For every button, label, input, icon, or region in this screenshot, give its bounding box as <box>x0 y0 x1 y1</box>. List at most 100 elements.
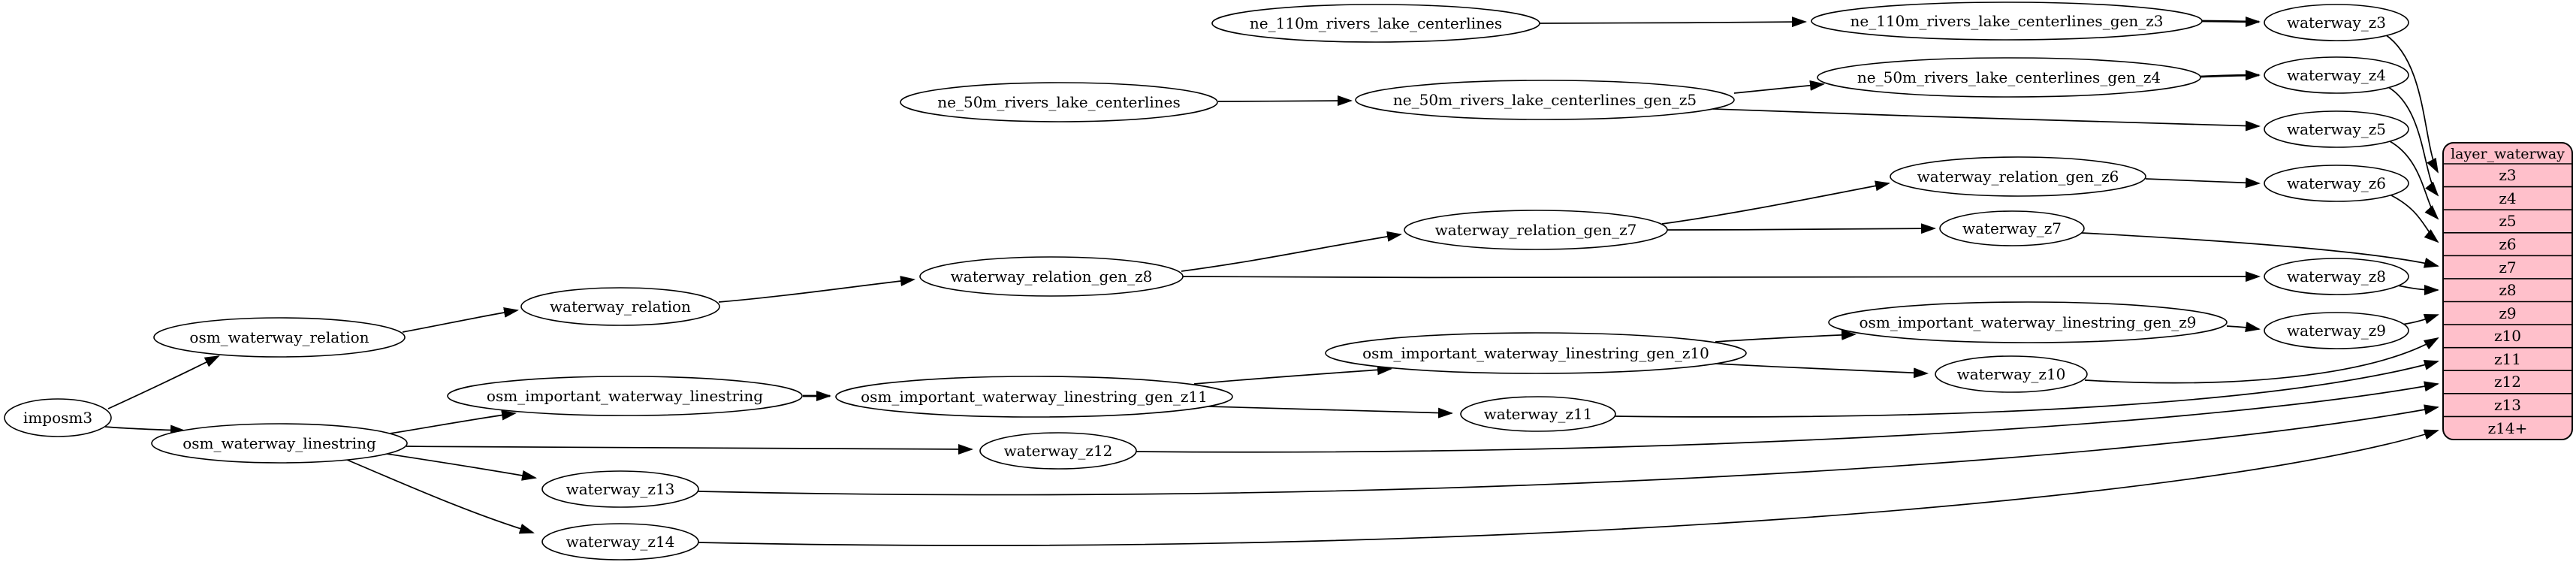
node-waterway-z6: waterway_z6 <box>2264 165 2409 202</box>
node-osm-important-waterway-linestring-gen-z10: osm_important_waterway_linestring_gen_z1… <box>1325 332 1747 374</box>
node-osm-waterway-linestring: osm_waterway_linestring <box>151 423 408 464</box>
svg-text:waterway_z10: waterway_z10 <box>1957 365 2066 383</box>
svg-text:ne_50m_rivers_lake_centerlines: ne_50m_rivers_lake_centerlines_gen_z4 <box>1857 68 2161 86</box>
edge-gen-z9-to-waterway-z9 <box>2226 322 2261 332</box>
edge-gen-z5-to-waterway-z5 <box>1712 108 2261 131</box>
layer-waterway-table: layer_waterway z3 z4 z5 z6 z7 z8 z9 z10 … <box>2442 142 2573 440</box>
edge-gen-z6-to-waterway-z6 <box>2145 177 2261 189</box>
node-ne-50m-rivers-lake-centerlines-gen-z4: ne_50m_rivers_lake_centerlines_gen_z4 <box>1817 57 2201 98</box>
edge-gen-z11-to-gen-z10 <box>1193 364 1392 385</box>
svg-text:waterway_z3: waterway_z3 <box>2287 14 2386 32</box>
nodes: imposm3 osm_waterway_relation osm_waterw… <box>4 2 2409 560</box>
svg-text:waterway_z6: waterway_z6 <box>2287 174 2386 192</box>
svg-text:osm_important_waterway_linestr: osm_important_waterway_linestring_gen_z1… <box>1362 344 1709 362</box>
node-ne-110m-rivers-lake-centerlines-gen-z3: ne_110m_rivers_lake_centerlines_gen_z3 <box>1811 2 2203 41</box>
edge-gen-z3-to-waterway-z3 <box>2201 16 2261 27</box>
svg-text:waterway_z4: waterway_z4 <box>2287 66 2386 84</box>
node-osm-important-waterway-linestring-gen-z11: osm_important_waterway_linestring_gen_z1… <box>835 376 1233 418</box>
edge-gen-z10-to-gen-z9 <box>1715 329 1857 343</box>
table-row-z6: z6 <box>2499 235 2516 253</box>
edge-waterway-z13-to-row-z13 <box>698 404 2439 496</box>
node-osm-waterway-relation: osm_waterway_relation <box>153 317 406 358</box>
node-waterway-relation-gen-z7: waterway_relation_gen_z7 <box>1404 210 1668 250</box>
edge-osm-waterway-linestring-to-waterway-z12 <box>406 443 973 455</box>
table-row-z10: z10 <box>2494 327 2521 345</box>
svg-text:waterway_z7: waterway_z7 <box>1962 219 2062 237</box>
edge-gen-z7-to-waterway-z7 <box>1667 223 1936 234</box>
edge-waterway-relation-to-gen-z8 <box>718 276 915 303</box>
edge-waterway-z10-to-row-z10 <box>2084 337 2439 384</box>
edge-osm-waterway-linestring-to-osm-important <box>389 409 517 434</box>
edge-waterway-z14-to-row-z14 <box>698 429 2439 546</box>
svg-text:waterway_relation_gen_z8: waterway_relation_gen_z8 <box>951 267 1153 286</box>
node-waterway-z14: waterway_z14 <box>541 523 699 560</box>
node-waterway-relation-gen-z8: waterway_relation_gen_z8 <box>919 256 1184 297</box>
svg-text:waterway_relation_gen_z7: waterway_relation_gen_z7 <box>1435 221 1637 239</box>
edge-gen-z11-to-waterway-z11 <box>1208 406 1453 418</box>
table-row-z7: z7 <box>2499 258 2516 276</box>
svg-text:osm_waterway_relation: osm_waterway_relation <box>189 328 369 346</box>
svg-text:imposm3: imposm3 <box>23 409 92 427</box>
svg-text:waterway_z8: waterway_z8 <box>2287 267 2386 286</box>
svg-text:waterway_relation: waterway_relation <box>550 298 691 316</box>
table-row-z3: z3 <box>2499 166 2516 184</box>
svg-text:waterway_z11: waterway_z11 <box>1484 405 1593 423</box>
node-ne-50m-rivers-lake-centerlines: ne_50m_rivers_lake_centerlines <box>900 82 1218 122</box>
svg-text:ne_110m_rivers_lake_centerline: ne_110m_rivers_lake_centerlines_gen_z3 <box>1851 12 2164 30</box>
edge-waterway-z7-to-row-z7 <box>2081 232 2439 268</box>
node-osm-important-waterway-linestring: osm_important_waterway_linestring <box>447 376 803 416</box>
edge-ne110m-to-gen-z3 <box>1539 17 1807 28</box>
node-waterway-z13: waterway_z13 <box>541 470 699 508</box>
edge-osm-waterway-relation-to-waterway-relation <box>402 307 519 333</box>
node-imposm3: imposm3 <box>4 398 112 437</box>
table-row-z4: z4 <box>2499 189 2516 207</box>
edge-waterway-z5-to-row-z5 <box>2389 140 2439 220</box>
table-row-z5: z5 <box>2499 212 2516 230</box>
edge-gen-z7-to-gen-z6 <box>1661 180 1890 225</box>
edge-gen-z8-to-waterway-z8 <box>1182 271 2261 282</box>
svg-text:waterway_z14: waterway_z14 <box>566 533 675 551</box>
node-ne-50m-rivers-lake-centerlines-gen-z5: ne_50m_rivers_lake_centerlines_gen_z5 <box>1355 80 1735 120</box>
svg-text:waterway_z12: waterway_z12 <box>1004 442 1113 460</box>
node-waterway-z4: waterway_z4 <box>2264 56 2409 94</box>
node-waterway-z9: waterway_z9 <box>2264 312 2409 349</box>
node-waterway-z3: waterway_z3 <box>2264 4 2409 41</box>
node-waterway-z8: waterway_z8 <box>2264 258 2409 295</box>
svg-text:waterway_z13: waterway_z13 <box>566 480 675 498</box>
table-row-z13: z13 <box>2494 396 2521 414</box>
edge-gen-z5-to-gen-z4 <box>1733 80 1825 94</box>
node-waterway-relation: waterway_relation <box>520 287 720 326</box>
svg-text:ne_110m_rivers_lake_centerline: ne_110m_rivers_lake_centerlines <box>1250 14 1502 32</box>
svg-text:waterway_z9: waterway_z9 <box>2287 322 2386 340</box>
svg-text:waterway_z5: waterway_z5 <box>2287 120 2386 138</box>
edge-waterway-z3-to-row-z3 <box>2384 34 2439 174</box>
node-waterway-relation-gen-z6: waterway_relation_gen_z6 <box>1890 156 2146 197</box>
svg-text:osm_important_waterway_linestr: osm_important_waterway_linestring_gen_z1… <box>861 388 1208 406</box>
node-waterway-z10: waterway_z10 <box>1935 355 2088 393</box>
svg-text:osm_important_waterway_linestr: osm_important_waterway_linestring_gen_z9 <box>1860 313 2197 331</box>
edge-gen-z4-to-waterway-z4 <box>2200 70 2261 81</box>
table-row-z11: z11 <box>2494 350 2521 368</box>
edge-waterway-z8-to-row-z8 <box>2394 284 2439 295</box>
table-row-z14: z14+ <box>2488 419 2528 437</box>
node-waterway-z12: waterway_z12 <box>979 432 1137 470</box>
svg-text:osm_waterway_linestring: osm_waterway_linestring <box>182 434 376 452</box>
edge-osm-waterway-linestring-to-waterway-z13 <box>386 453 537 481</box>
edge-osm-waterway-linestring-to-waterway-z14 <box>346 459 535 534</box>
table-row-z12: z12 <box>2494 373 2521 391</box>
node-osm-important-waterway-linestring-gen-z9: osm_important_waterway_linestring_gen_z9 <box>1828 301 2228 343</box>
edge-gen-z10-to-waterway-z10 <box>1715 363 1929 379</box>
edge-waterway-z6-to-row-z6 <box>2389 194 2439 243</box>
node-waterway-z11: waterway_z11 <box>1460 396 1616 432</box>
edge-waterway-z4-to-row-z4 <box>2387 86 2439 197</box>
edge-imposm3-to-osm-waterway-linestring <box>104 425 186 436</box>
svg-text:osm_important_waterway_linestr: osm_important_waterway_linestring <box>487 387 763 405</box>
node-ne-110m-rivers-lake-centerlines: ne_110m_rivers_lake_centerlines <box>1211 4 1540 43</box>
edge-imposm3-to-osm-waterway-relation <box>107 355 220 409</box>
node-waterway-z7: waterway_z7 <box>1939 210 2085 246</box>
svg-text:waterway_relation_gen_z6: waterway_relation_gen_z6 <box>1917 168 2119 186</box>
edges <box>104 16 2439 546</box>
edge-waterway-z12-to-row-z12 <box>1136 381 2439 453</box>
